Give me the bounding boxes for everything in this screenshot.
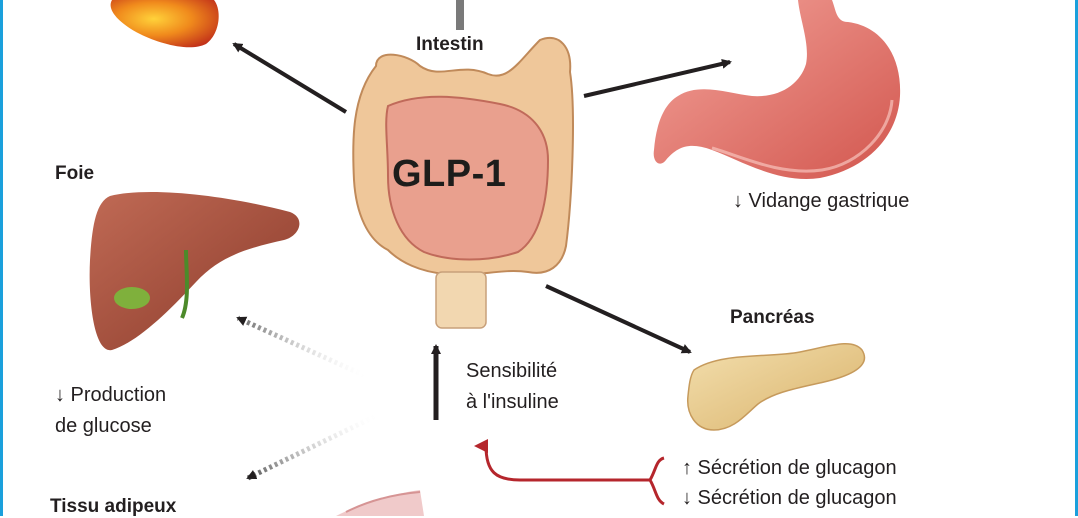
label-pancreas: Pancréas	[730, 307, 815, 328]
label-intestin: Intestin	[416, 34, 484, 55]
effect-glucagon-down: ↓ Sécrétion de glucagon	[682, 487, 897, 509]
intestine-illustration	[352, 0, 574, 329]
arrow-to-pancreas	[545, 284, 692, 354]
arrow-to-stomach	[583, 58, 732, 98]
effect-sensibilite-line2: à l'insuline	[466, 391, 559, 413]
liver-illustration	[89, 191, 300, 351]
effect-production-line1: ↓ Production	[55, 384, 167, 406]
pancreas-illustration	[687, 343, 865, 431]
effect-vidange: ↓ Vidange gastrique	[733, 190, 910, 212]
glucagon-bracket	[648, 456, 665, 506]
effect-production-line2: de glucose	[55, 415, 152, 437]
adipose-tissue-illustration	[336, 490, 424, 516]
stomach-illustration	[653, 0, 901, 179]
label-tissu-adipeux: Tissu adipeux	[50, 496, 177, 517]
feedback-arrow	[474, 438, 650, 482]
arrow-to-heart	[232, 42, 348, 114]
arrow-to-adipose-dotted	[246, 411, 382, 481]
arrow-to-liver-dotted	[236, 315, 372, 381]
glp1-title: GLP-1	[392, 153, 507, 195]
effect-sensibilite-line1: Sensibilité	[466, 360, 558, 382]
effect-glucagon-up: ↑ Sécrétion de glucagon	[682, 457, 897, 479]
label-foie: Foie	[55, 163, 95, 184]
heart-illustration	[110, 0, 219, 48]
